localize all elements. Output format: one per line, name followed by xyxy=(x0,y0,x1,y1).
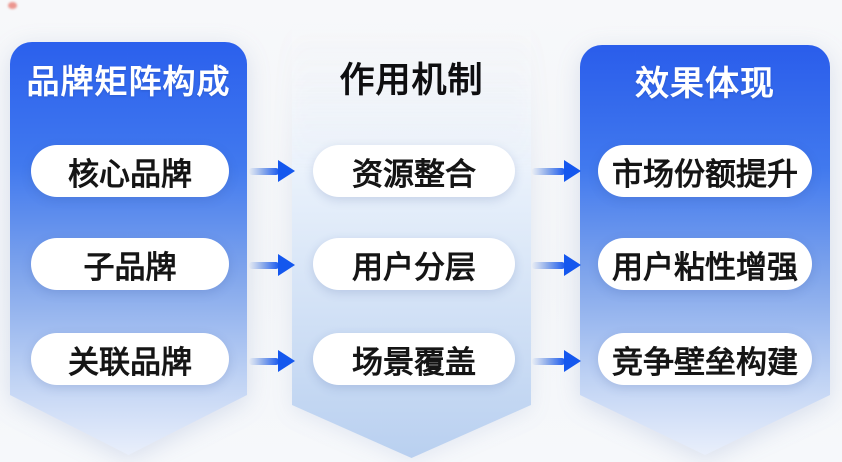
pill-scene-coverage: 场景覆盖 xyxy=(313,333,515,385)
pill-resource-integration: 资源整合 xyxy=(313,145,515,197)
pill-core-brand: 核心品牌 xyxy=(31,145,229,197)
column-title-effects: 效果体现 xyxy=(635,65,775,103)
arrow-right-icon xyxy=(249,253,295,277)
red-mark xyxy=(8,2,17,9)
pill-related-brand: 关联品牌 xyxy=(31,333,229,385)
arrow-right-icon xyxy=(532,349,581,373)
arrow-head xyxy=(278,160,295,182)
arrow-shaft xyxy=(532,261,565,269)
arrow-right-icon xyxy=(249,349,295,373)
arrow-right-icon xyxy=(249,159,295,183)
arrow-shaft xyxy=(532,357,565,365)
arrow-head xyxy=(278,350,295,372)
pill-market-share-growth: 市场份额提升 xyxy=(598,145,812,197)
pill-competitive-barrier: 竞争壁垒构建 xyxy=(598,333,812,385)
column-title-mechanism: 作用机制 xyxy=(339,61,484,100)
column-title-brand-matrix: 品牌矩阵构成 xyxy=(26,63,231,100)
arrow-right-icon xyxy=(532,159,581,183)
arrow-shaft xyxy=(249,261,279,269)
arrow-right-icon xyxy=(532,253,581,277)
arrow-head xyxy=(564,254,581,276)
pill-user-segmentation: 用户分层 xyxy=(313,238,515,290)
pill-sub-brand: 子品牌 xyxy=(31,238,229,290)
arrow-shaft xyxy=(249,357,279,365)
arrow-head xyxy=(564,350,581,372)
arrow-shaft xyxy=(532,167,565,175)
pill-user-stickiness: 用户粘性增强 xyxy=(598,238,812,290)
arrow-shaft xyxy=(249,167,279,175)
arrow-head xyxy=(278,254,295,276)
arrow-head xyxy=(564,160,581,182)
